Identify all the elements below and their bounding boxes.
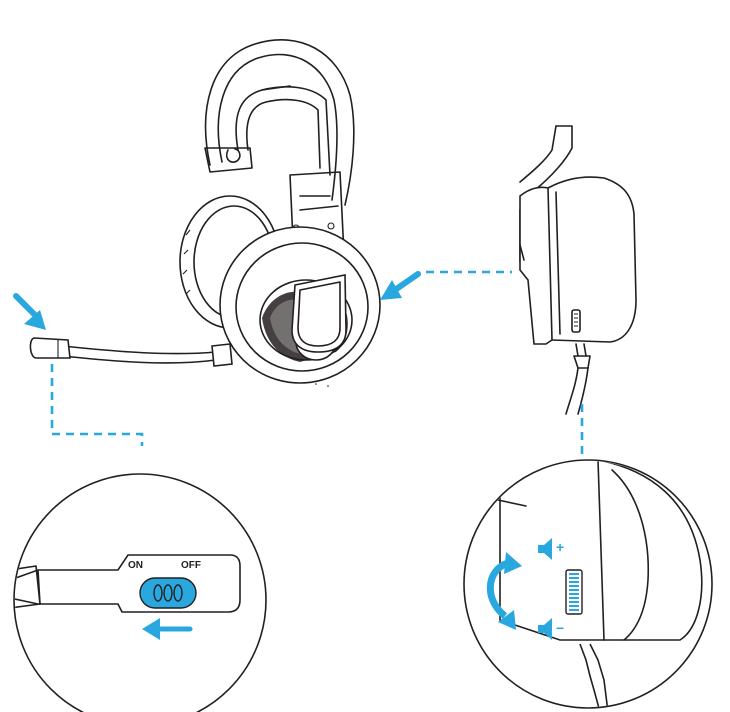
speaker-icon: − <box>538 618 564 640</box>
rotate-arrows-icon <box>486 552 609 707</box>
speaker-icon: + <box>538 538 564 560</box>
volume-down-sign: − <box>556 620 564 636</box>
arrow-icon <box>142 618 193 640</box>
volume-up-sign: + <box>556 539 564 555</box>
switch-on-label: ON <box>128 560 143 571</box>
volume-wheel-detail: + − <box>463 459 713 709</box>
mic-mute-switch <box>139 577 197 609</box>
headset-illustration <box>29 39 381 387</box>
connector-line <box>50 364 144 446</box>
earcup-side-view <box>519 125 637 415</box>
switch-off-label: OFF <box>181 560 201 571</box>
volume-wheel-icon <box>565 569 583 615</box>
arrow-icon <box>13 293 46 330</box>
arrow-icon <box>380 271 421 300</box>
mic-switch-detail: ON OFF <box>13 473 267 712</box>
